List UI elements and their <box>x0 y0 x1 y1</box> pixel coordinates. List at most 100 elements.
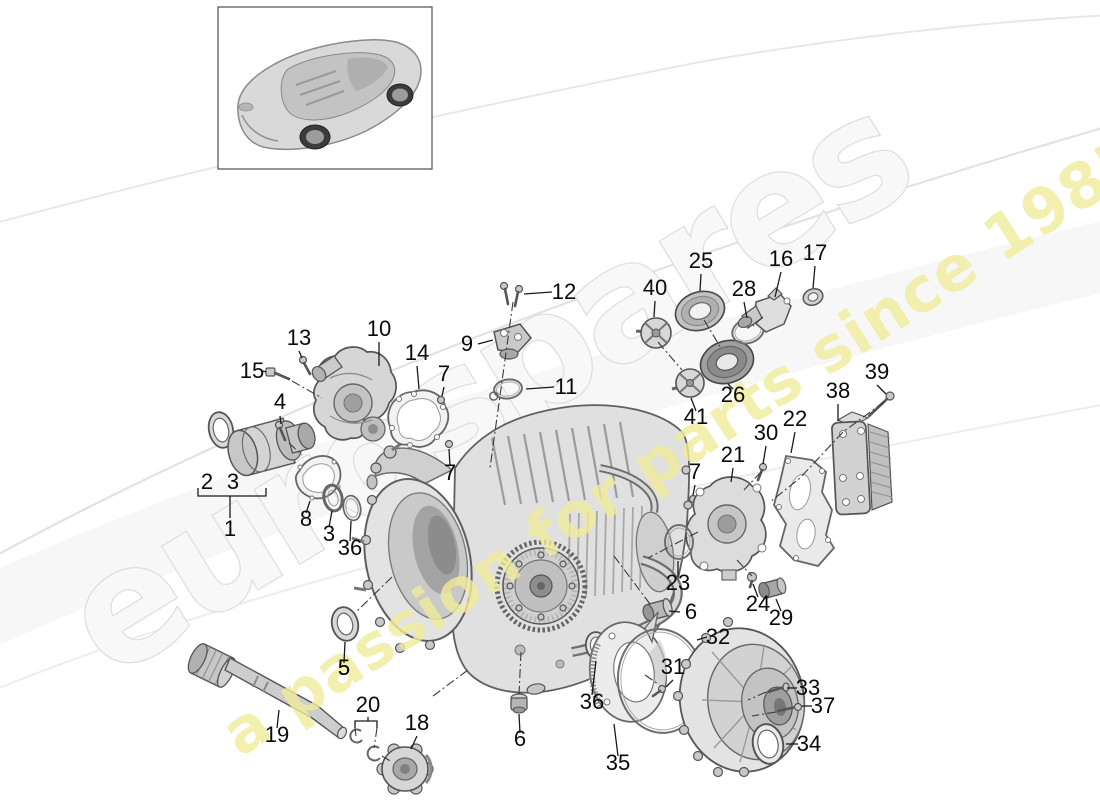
callout-3[interactable]: 3 <box>227 469 239 494</box>
callout-23[interactable]: 23 <box>666 570 690 595</box>
leader-line-14 <box>416 365 420 390</box>
callout-16[interactable]: 16 <box>769 246 793 271</box>
part-13-bolt <box>298 355 312 376</box>
callout-6[interactable]: 6 <box>514 726 526 751</box>
part-12-bolts <box>499 281 524 308</box>
construction-line <box>432 669 469 697</box>
part-18-flange <box>376 743 434 795</box>
callout-33[interactable]: 33 <box>796 675 820 700</box>
callout-19[interactable]: 19 <box>265 722 289 747</box>
callout-10[interactable]: 10 <box>367 316 391 341</box>
callout-3[interactable]: 3 <box>323 521 335 546</box>
part-40-plug <box>635 317 672 349</box>
part-15-bolt <box>265 367 291 381</box>
callout-31[interactable]: 31 <box>661 654 685 679</box>
construction-line <box>291 380 323 399</box>
callout-22[interactable]: 22 <box>783 406 807 431</box>
callout-36[interactable]: 36 <box>338 535 362 560</box>
leader-line-18 <box>410 735 418 750</box>
part-5-shaft-seal <box>330 606 360 642</box>
callout-7[interactable]: 7 <box>689 459 701 484</box>
part-19-drive-shaft <box>187 643 348 740</box>
construction-line <box>657 341 683 371</box>
callout-36[interactable]: 36 <box>580 689 604 714</box>
part-24-valve <box>746 571 758 589</box>
callout-35[interactable]: 35 <box>606 750 630 775</box>
leader-line-22 <box>790 431 796 454</box>
construction-line <box>736 559 753 577</box>
leader-line-1 <box>197 488 267 497</box>
leader-line-3 <box>328 510 333 528</box>
callout-12[interactable]: 12 <box>552 279 576 304</box>
part-2-sealing-ring <box>207 411 235 449</box>
construction-line <box>743 471 762 491</box>
leader-line-19 <box>276 709 280 729</box>
car-thumbnail <box>217 6 433 170</box>
leader-line-17 <box>812 265 816 289</box>
leader-line-6 <box>518 713 521 734</box>
callout-34[interactable]: 34 <box>797 731 821 756</box>
car-illustration <box>237 39 422 151</box>
callout-13[interactable]: 13 <box>287 325 311 350</box>
callout-26[interactable]: 26 <box>721 382 745 407</box>
leader-line-11 <box>525 386 555 390</box>
callout-39[interactable]: 39 <box>865 359 889 384</box>
callout-14[interactable]: 14 <box>405 340 429 365</box>
callout-41[interactable]: 41 <box>684 404 708 429</box>
callout-30[interactable]: 30 <box>754 420 778 445</box>
part-20-snap-rings <box>349 728 381 762</box>
callout-17[interactable]: 17 <box>803 240 827 265</box>
part-26-shaft-seal <box>699 339 755 385</box>
leader-line-40 <box>653 300 656 318</box>
construction-line <box>613 555 651 605</box>
callout-5[interactable]: 5 <box>338 655 350 680</box>
construction-line <box>752 316 764 327</box>
callout-40[interactable]: 40 <box>643 275 667 300</box>
part-37-bolt <box>776 702 803 713</box>
callout-7[interactable]: 7 <box>444 460 456 485</box>
construction-line <box>489 301 514 469</box>
leader-line-29 <box>775 598 782 612</box>
callout-15[interactable]: 15 <box>240 358 264 383</box>
callout-7[interactable]: 7 <box>438 361 450 386</box>
callout-11[interactable]: 11 <box>555 374 578 399</box>
callout-5[interactable]: 5 <box>338 655 350 680</box>
construction-line <box>373 727 378 749</box>
callout-4[interactable]: 4 <box>274 389 286 414</box>
part-16-breather <box>737 287 792 333</box>
callout-2[interactable]: 2 <box>201 469 213 494</box>
construction-line <box>288 442 303 456</box>
leader-line-32 <box>696 636 708 641</box>
part-36-ring <box>342 494 362 522</box>
callout-8[interactable]: 8 <box>300 506 312 531</box>
callout-21[interactable]: 21 <box>721 442 745 467</box>
construction-line <box>703 319 722 349</box>
part-10-pump-unit <box>311 346 397 442</box>
leader-line-39 <box>876 384 887 395</box>
gearbox-housing <box>351 404 693 694</box>
leader-line-6 <box>668 610 681 613</box>
callout-24[interactable]: 24 <box>746 591 770 616</box>
callout-20[interactable]: 20 <box>356 692 380 717</box>
part-8-gasket <box>294 455 342 501</box>
leader-line-7 <box>692 484 696 496</box>
callout-6[interactable]: 6 <box>685 599 697 624</box>
leader-line-13 <box>298 350 303 359</box>
construction-line <box>769 401 885 503</box>
part-14-gasket <box>387 389 450 448</box>
callout-9[interactable]: 9 <box>461 331 473 356</box>
callout-25[interactable]: 25 <box>689 248 713 273</box>
callout-32[interactable]: 32 <box>706 624 730 649</box>
callout-18[interactable]: 18 <box>405 710 429 735</box>
callout-37[interactable]: 37 <box>811 693 835 718</box>
callout-29[interactable]: 29 <box>769 605 793 630</box>
callout-28[interactable]: 28 <box>732 276 756 301</box>
callout-38[interactable]: 38 <box>826 378 850 403</box>
part-34-sealing-ring <box>751 723 785 765</box>
leader-line-25 <box>699 273 702 292</box>
part-1-drive-flange <box>227 417 316 477</box>
construction-line <box>751 711 777 717</box>
callout-1[interactable]: 1 <box>224 516 236 541</box>
construction-line <box>644 674 659 685</box>
